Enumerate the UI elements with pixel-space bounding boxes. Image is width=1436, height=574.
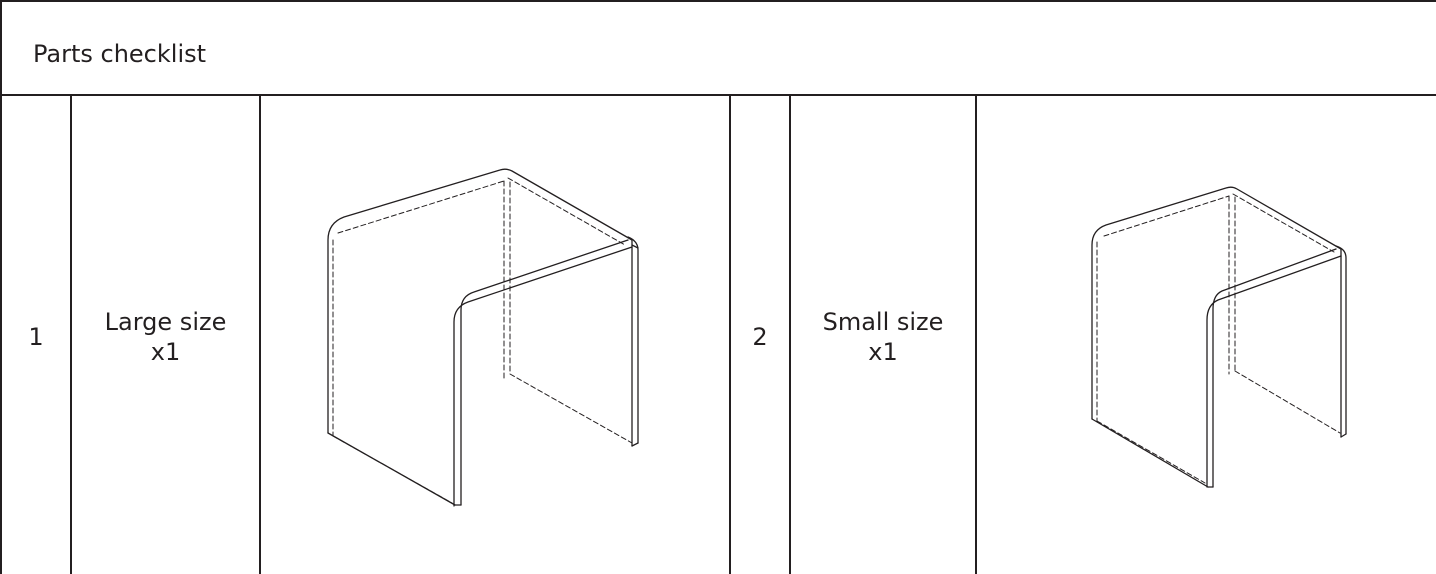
col-rule-2: [259, 94, 261, 574]
part-quantity: x1: [868, 338, 898, 366]
table-left-border: [0, 0, 2, 574]
header-bottom-rule: [0, 94, 1436, 96]
part-number: 2: [752, 323, 768, 351]
section-title: Parts checklist: [33, 40, 207, 68]
part-name: Small size: [822, 308, 944, 336]
part-label: Small size x1: [791, 307, 975, 367]
part-quantity: x1: [150, 338, 181, 366]
part-label: Large size x1: [72, 307, 259, 367]
part-name: Large size: [104, 308, 227, 336]
col-rule-3: [729, 94, 731, 574]
col-rule-5: [975, 94, 977, 574]
table-top-border: [0, 0, 1436, 2]
col-rule-4: [789, 94, 791, 574]
part-number: 1: [28, 323, 44, 351]
col-rule-1: [70, 94, 72, 574]
